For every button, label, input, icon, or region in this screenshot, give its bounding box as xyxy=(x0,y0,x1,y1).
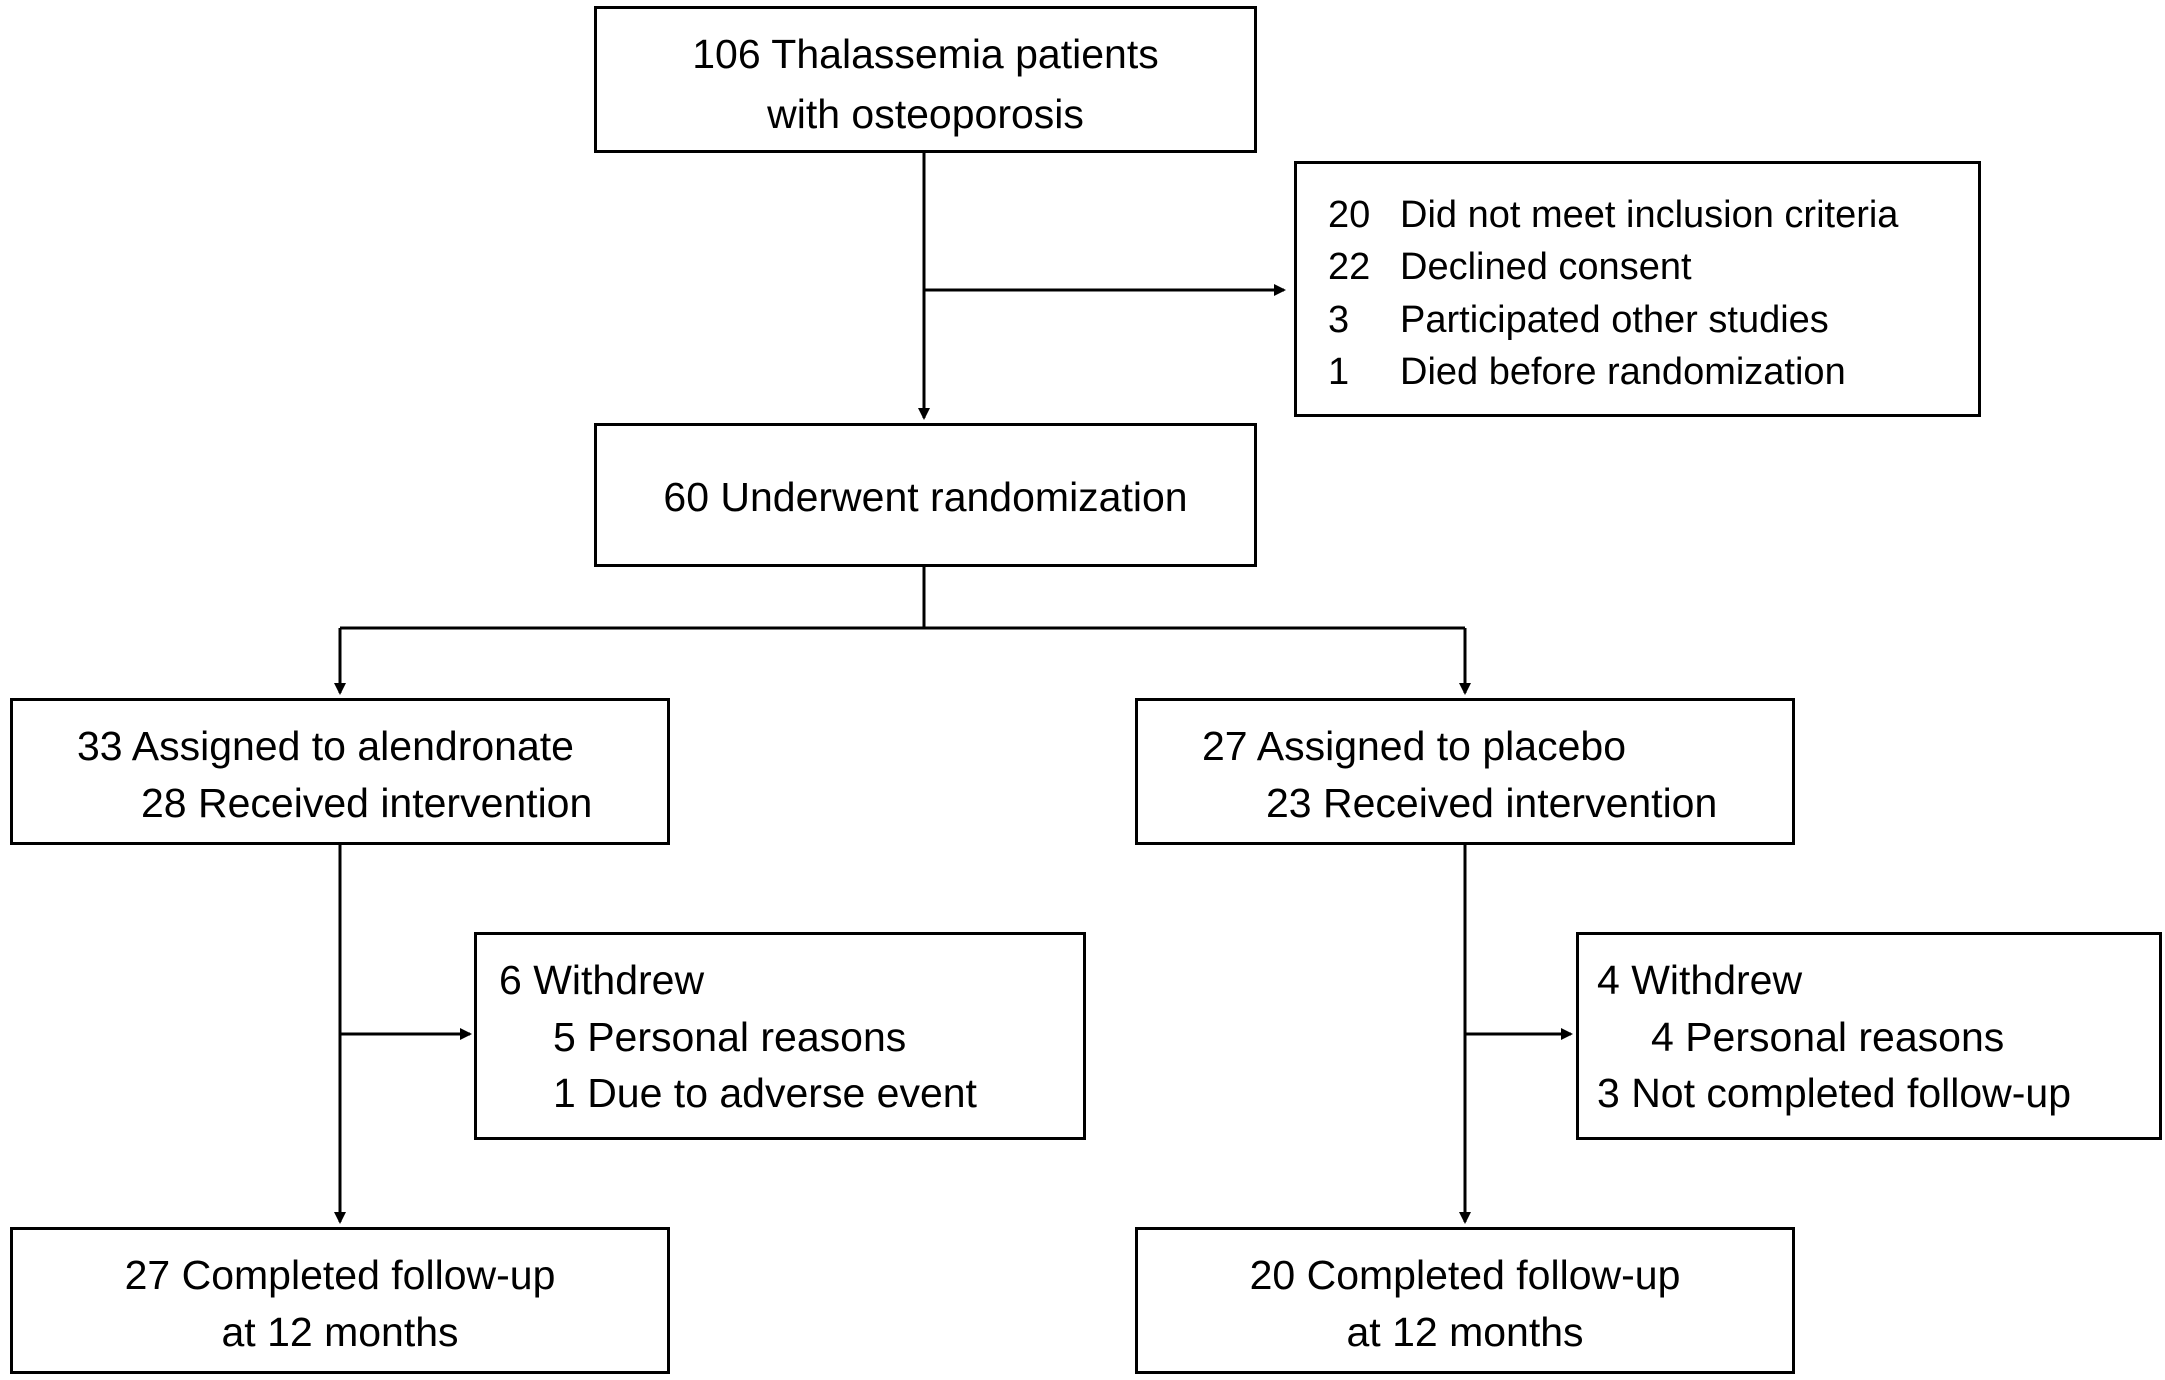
placebo-withdrew-box: 4 Withdrew 4 Personal reasons 3 Not comp… xyxy=(1576,932,2162,1140)
alendronate-withdrew-reason-1: 5 Personal reasons xyxy=(553,1014,907,1060)
alendronate-withdrew-title: 6 Withdrew xyxy=(499,957,705,1003)
excluded-reason-3: Participated other studies xyxy=(1400,299,1829,341)
excluded-count-4: 1 xyxy=(1328,351,1350,393)
excluded-reason-1: Did not meet inclusion criteria xyxy=(1400,194,1899,236)
placebo-withdrew-reason-1: 4 Personal reasons xyxy=(1651,1014,2005,1060)
excluded-reason-4: Died before randomization xyxy=(1400,351,1846,393)
excluded-count-1: 20 xyxy=(1328,194,1371,236)
alendronate-withdrew-box: 6 Withdrew 5 Personal reasons 1 Due to a… xyxy=(474,932,1086,1140)
screened-box: 106 Thalassemia patients with osteoporos… xyxy=(594,6,1257,153)
alendronate-completed-line-1: 27 Completed follow-up xyxy=(124,1252,556,1298)
excluded-count-3: 3 xyxy=(1328,299,1350,341)
placebo-assigned: 27 Assigned to placebo xyxy=(1202,723,1626,769)
screened-line-2: with osteoporosis xyxy=(767,91,1084,137)
placebo-withdrew-title: 4 Withdrew xyxy=(1597,957,1803,1003)
screened-line-1: 106 Thalassemia patients xyxy=(692,31,1159,77)
alendronate-completed-box: 27 Completed follow-up at 12 months xyxy=(10,1227,670,1374)
placebo-completed-line-1: 20 Completed follow-up xyxy=(1249,1252,1681,1298)
randomized-box: 60 Underwent randomization xyxy=(594,423,1257,567)
alendronate-assigned: 33 Assigned to alendronate xyxy=(77,723,574,769)
excluded-reason-2: Declined consent xyxy=(1400,246,1692,288)
alendronate-completed-line-2: at 12 months xyxy=(221,1309,459,1355)
excluded-box: 20 Did not meet inclusion criteria 22 De… xyxy=(1294,161,1981,417)
alendronate-withdrew-reason-2: 1 Due to adverse event xyxy=(553,1070,977,1116)
randomized-label: 60 Underwent randomization xyxy=(663,474,1188,520)
placebo-completed-box: 20 Completed follow-up at 12 months xyxy=(1135,1227,1795,1374)
alendronate-box: 33 Assigned to alendronate 28 Received i… xyxy=(10,698,670,845)
placebo-completed-line-2: at 12 months xyxy=(1346,1309,1584,1355)
excluded-count-2: 22 xyxy=(1328,246,1371,288)
placebo-withdrew-reason-2: 3 Not completed follow-up xyxy=(1597,1070,2072,1116)
placebo-received: 23 Received intervention xyxy=(1266,780,1718,826)
alendronate-received: 28 Received intervention xyxy=(141,780,593,826)
placebo-box: 27 Assigned to placebo 23 Received inter… xyxy=(1135,698,1795,845)
